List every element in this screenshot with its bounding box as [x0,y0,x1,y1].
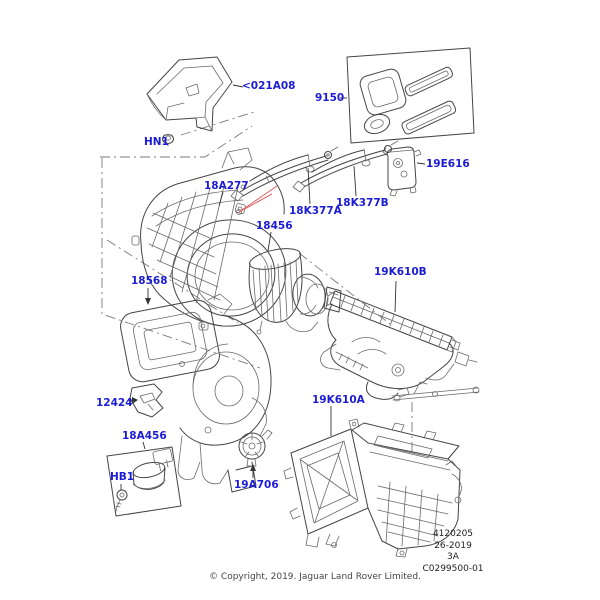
part-label-18A277[interactable]: 18A277 [204,180,249,192]
resistor-kit-box-drawing [106,446,182,517]
lower-case-drawing [283,381,480,558]
part-label-19K610A[interactable]: 19K610A [312,394,365,406]
part-label-18K377B[interactable]: 18K377B [336,197,389,209]
part-label-18456[interactable]: 18456 [256,220,293,232]
part-label-9150[interactable]: 9150 [315,92,345,104]
part-label-HB1[interactable]: HB1 [110,471,135,483]
part-label-19A706[interactable]: 19A706 [234,479,279,491]
part-label-18568[interactable]: 18568 [131,275,168,287]
part-label-HN1[interactable]: HN1 [144,136,169,148]
blower-housing-drawing [131,147,287,331]
part-label-18K377A[interactable]: 18K377A [289,205,342,217]
date-code: 26-2019 [434,540,472,551]
leader-lines [120,84,426,490]
drawing-reference-block: 4120205 26-2019 3A C0299500-01 [398,529,508,575]
drawing-number: 4120205 [432,529,474,539]
reference-code: C0299500-01 [422,563,484,574]
inlet-housing-drawing [120,293,272,493]
part-label-021A08[interactable]: <021A08 [242,80,296,92]
impeller-drawing [238,429,273,467]
linkage-a-drawing [230,146,339,202]
sheet-code: 3A [447,552,459,562]
hn1-nut-drawing [162,134,174,147]
seal-kit-box-drawing [346,47,475,144]
part-label-19E616[interactable]: 19E616 [426,158,470,170]
copyright-text: © Copyright, 2019. Jaguar Land Rover Lim… [209,572,421,582]
actuator-drawing [382,146,422,197]
linkage-b-drawing [292,140,399,193]
blower-motor-drawing [248,248,342,335]
center-lines [100,111,413,452]
upper-case-drawing [320,290,478,400]
part-label-12424[interactable]: 12424 [96,397,133,409]
part-label-18A456[interactable]: 18A456 [122,430,167,442]
part-label-19K610B[interactable]: 19K610B [374,266,427,278]
cover-panel-drawing [146,56,233,132]
